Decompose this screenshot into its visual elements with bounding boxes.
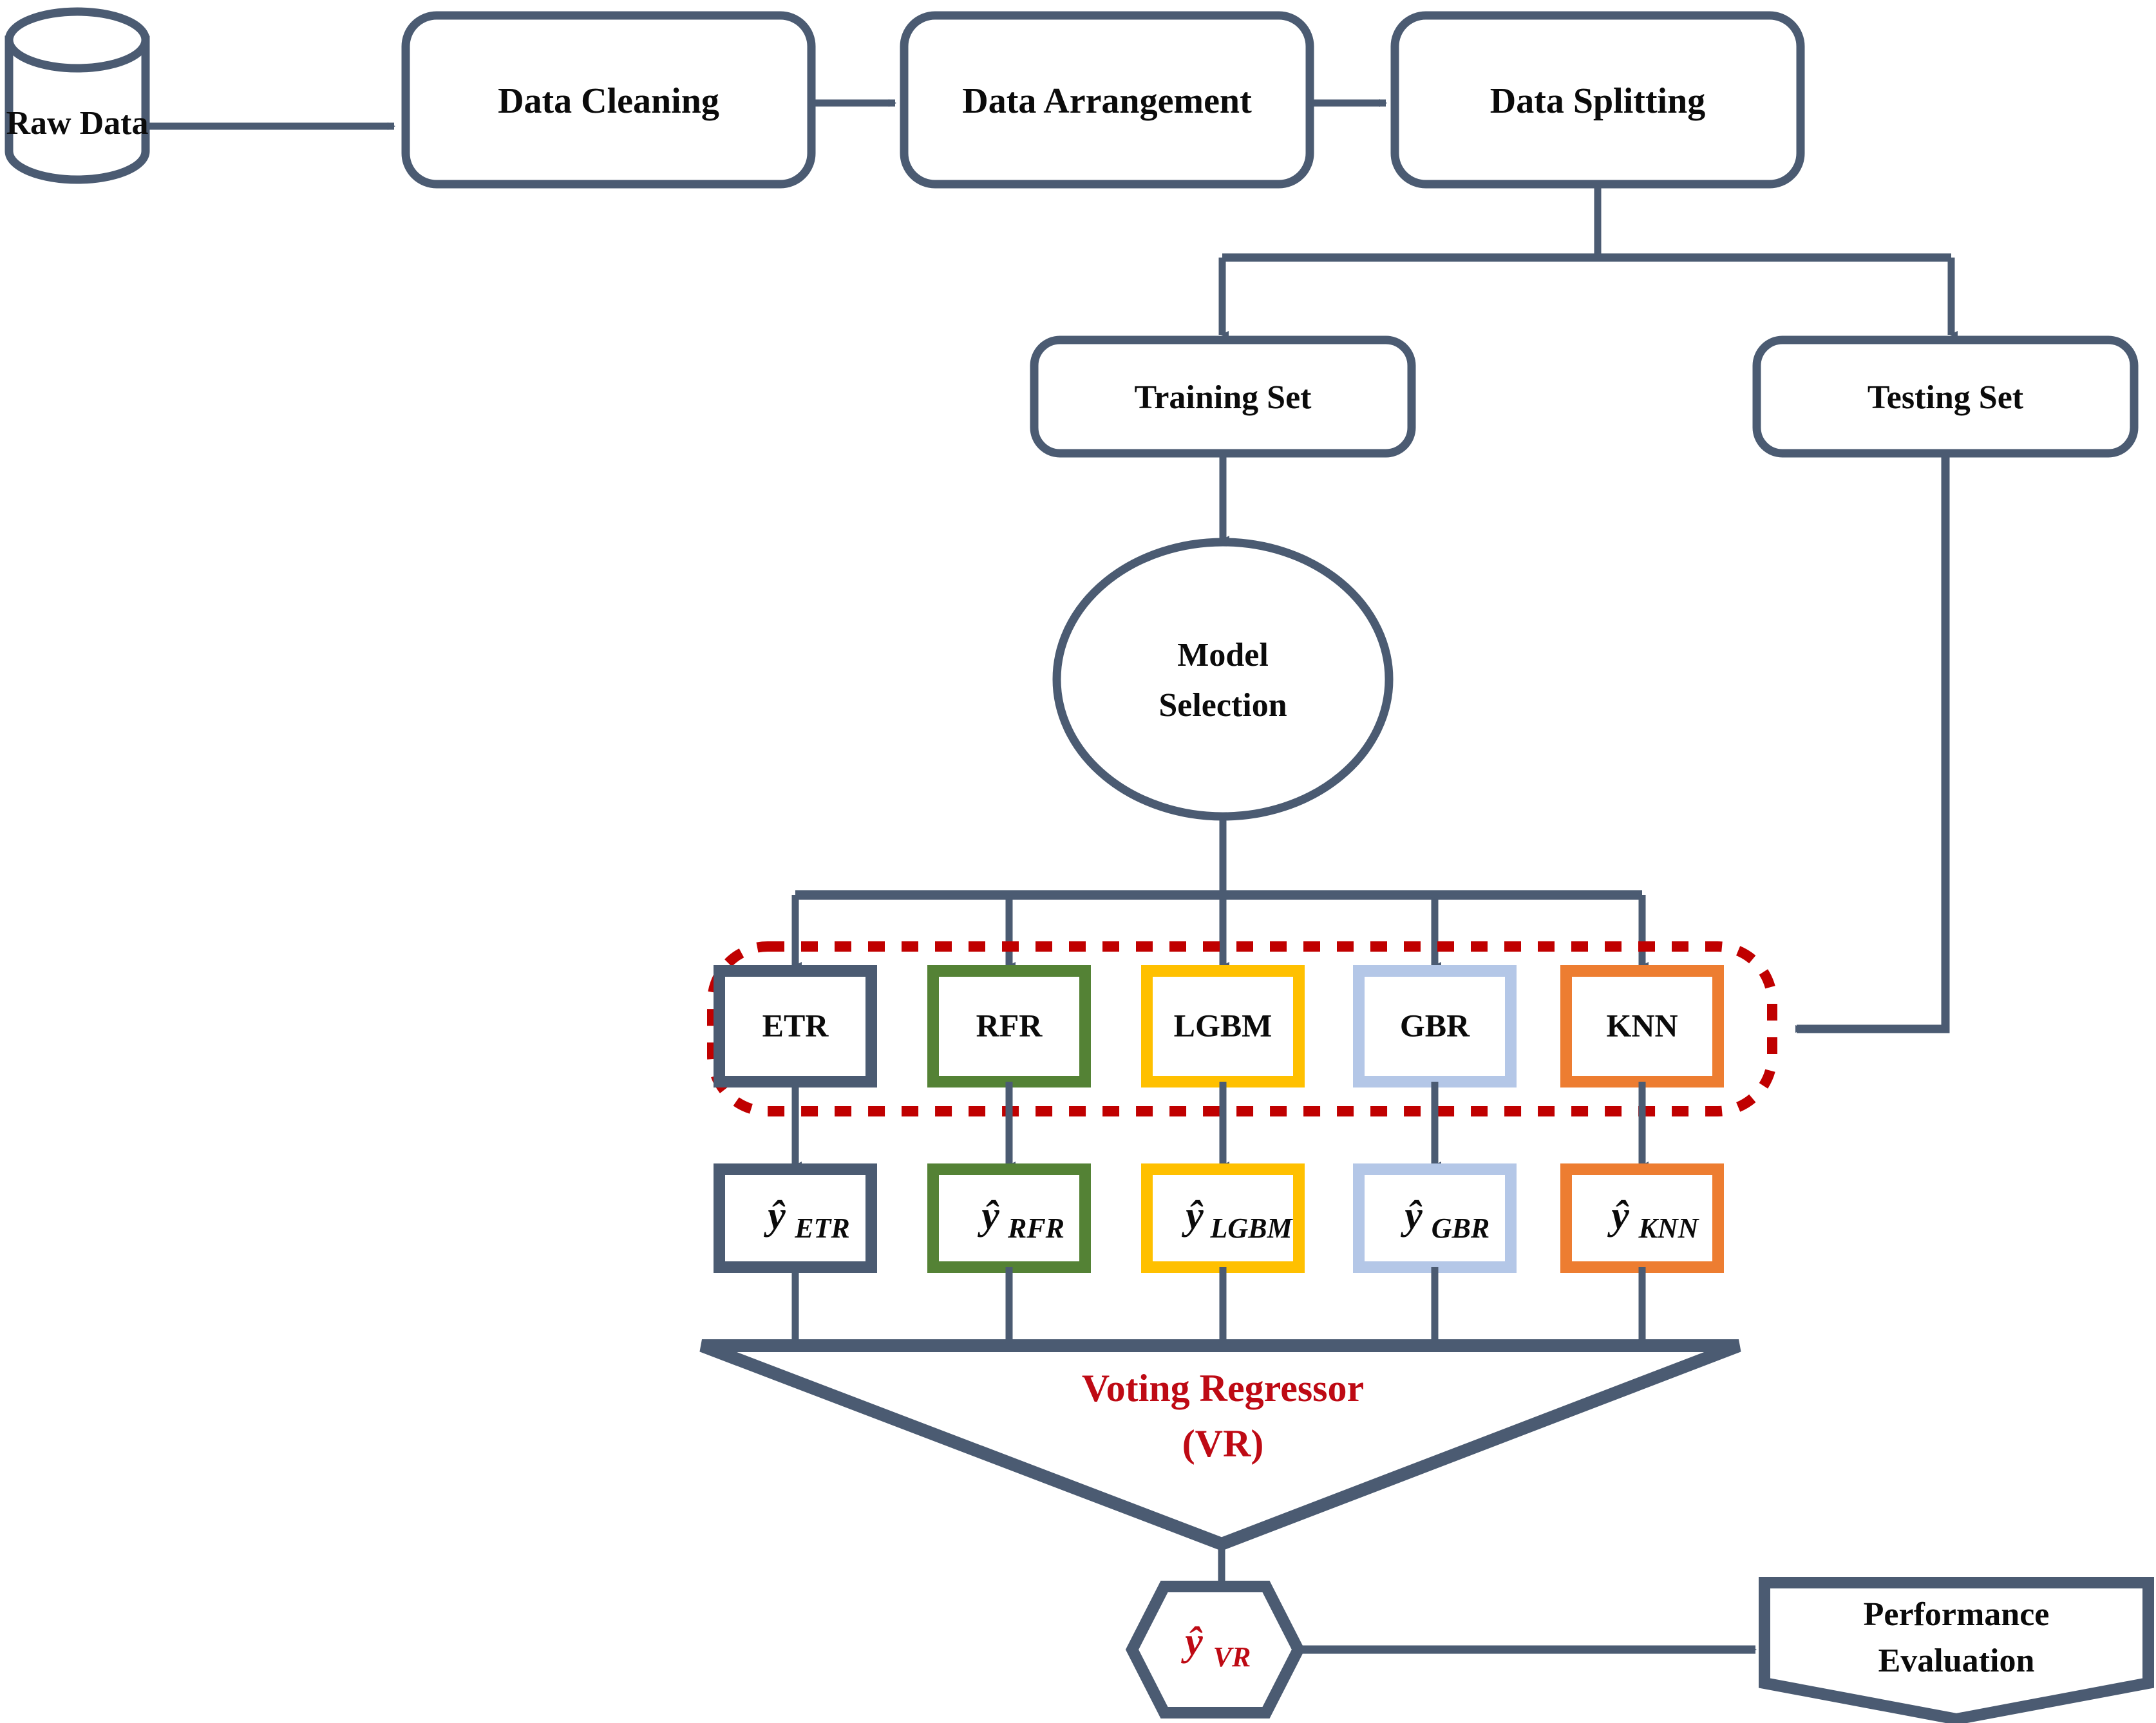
node-model-lgbm[interactable]: LGBM [1141, 965, 1305, 1087]
node-prediction-rfr-subscript: RFR [1007, 1212, 1064, 1244]
node-performance-evaluation-shape [1759, 1577, 2154, 1723]
node-prediction-gbr-box [1353, 1163, 1517, 1273]
cylinder-top [5, 7, 150, 73]
node-model-rfr-box [927, 965, 1091, 1087]
node-data-splitting-label: Data Splitting [1490, 81, 1706, 121]
node-prediction-etr-subscript: ETR [794, 1212, 850, 1244]
node-model-selection-label-line2: Selection [1158, 687, 1287, 724]
node-data-arrangement[interactable]: Data Arrangement [900, 11, 1314, 189]
node-final-prediction[interactable]: ŷ VR [1125, 1581, 1305, 1718]
node-model-selection-ellipse [1052, 538, 1394, 821]
node-model-gbr-label: GBR [1400, 1007, 1470, 1043]
node-voting-regressor[interactable]: Voting Regressor (VR) [699, 1339, 1741, 1551]
node-raw-data-label: Raw Data [6, 105, 149, 142]
node-data-arrangement-box [900, 11, 1314, 189]
node-model-rfr-label: RFR [976, 1007, 1043, 1043]
node-model-lgbm-label: LGBM [1174, 1007, 1272, 1043]
node-voting-regressor-label-line2: (VR) [1182, 1422, 1264, 1465]
node-model-selection-label-line1: Model [1177, 637, 1269, 673]
node-training-set[interactable]: Training Set [1030, 335, 1416, 458]
node-prediction-etr[interactable]: ŷ ETR [714, 1163, 877, 1273]
node-model-knn-box [1560, 965, 1724, 1087]
node-model-etr-label: ETR [762, 1007, 829, 1043]
node-performance-evaluation-label-line2: Evaluation [1878, 1643, 2035, 1679]
node-prediction-lgbm-subscript: LGBM [1209, 1212, 1293, 1244]
node-data-cleaning[interactable]: Data Cleaning [401, 11, 816, 189]
node-final-prediction-shape [1125, 1581, 1305, 1718]
node-data-splitting[interactable]: Data Splitting [1390, 11, 1805, 189]
node-prediction-lgbm-box [1141, 1163, 1305, 1273]
arrow-testing-to-models [1795, 453, 1950, 1033]
node-model-rfr[interactable]: RFR [927, 965, 1091, 1087]
node-model-knn[interactable]: KNN [1560, 965, 1724, 1087]
node-model-lgbm-box [1141, 965, 1305, 1087]
node-performance-evaluation-label-line1: Performance [1864, 1596, 2050, 1633]
node-model-selection[interactable]: Model Selection [1052, 538, 1394, 821]
node-prediction-rfr[interactable]: ŷ RFR [927, 1163, 1091, 1273]
connector-splitting-branch [1218, 184, 1958, 339]
node-prediction-knn[interactable]: ŷ KNN [1560, 1163, 1724, 1273]
node-model-etr[interactable]: ETR [714, 965, 877, 1087]
connector-models-to-predictions [791, 1082, 1649, 1169]
node-data-cleaning-label: Data Cleaning [498, 81, 719, 121]
node-final-prediction-subscript: VR [1213, 1641, 1251, 1673]
node-performance-evaluation[interactable]: Performance Evaluation [1759, 1577, 2154, 1723]
node-testing-set[interactable]: Testing Set [1752, 335, 2139, 458]
connector-predictions-to-vr [791, 1267, 1649, 1352]
node-voting-regressor-label-line1: Voting Regressor [1082, 1367, 1364, 1409]
node-testing-set-label: Testing Set [1868, 379, 2024, 416]
base-models-group-outline [707, 941, 1777, 1116]
node-data-cleaning-box [401, 11, 816, 189]
node-training-set-label: Training Set [1135, 379, 1312, 416]
node-data-arrangement-label: Data Arrangement [962, 81, 1252, 121]
node-prediction-knn-subscript: KNN [1638, 1212, 1700, 1244]
node-prediction-lgbm[interactable]: ŷ LGBM [1141, 1163, 1305, 1273]
node-voting-regressor-shape [699, 1339, 1741, 1551]
node-prediction-gbr[interactable]: ŷ GBR [1353, 1163, 1517, 1273]
cylinder-body [5, 35, 150, 184]
node-model-gbr[interactable]: GBR [1353, 965, 1517, 1087]
node-model-knn-label: KNN [1606, 1007, 1678, 1043]
node-prediction-gbr-subscript: GBR [1432, 1212, 1489, 1244]
node-raw-data[interactable]: Raw Data [5, 7, 150, 184]
connector-model-fanout [791, 816, 1649, 970]
